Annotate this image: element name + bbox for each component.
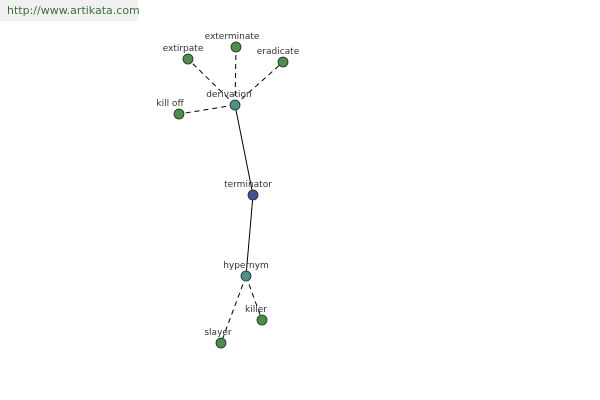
node-label-extirpate: extirpate <box>163 44 204 54</box>
node-circle-killer[interactable] <box>256 314 268 326</box>
edge-derivation-kill-off <box>178 104 236 115</box>
node-circle-derivation[interactable] <box>229 99 241 111</box>
url-banner[interactable]: http://www.artikata.com <box>0 0 140 21</box>
node-circle-extirpate[interactable] <box>182 53 194 65</box>
node-circle-terminator[interactable] <box>247 189 259 201</box>
node-circle-slayer[interactable] <box>215 337 227 349</box>
edge-derivation-eradicate <box>234 61 284 106</box>
edge-derivation-extirpate <box>187 58 236 106</box>
node-terminator[interactable]: terminator <box>224 180 272 201</box>
node-extirpate[interactable]: extirpate <box>163 44 204 65</box>
node-slayer[interactable]: slayer <box>204 328 232 349</box>
node-label-hypernym: hypernym <box>223 261 269 271</box>
node-derivation[interactable]: derivation <box>206 90 252 111</box>
node-label-derivation: derivation <box>206 90 252 100</box>
edge-terminator-derivation <box>234 104 254 196</box>
node-label-exterminate: exterminate <box>205 32 260 42</box>
node-circle-exterminate[interactable] <box>230 41 242 53</box>
edges-layer <box>178 46 284 344</box>
node-eradicate[interactable]: eradicate <box>257 47 300 68</box>
node-hypernym[interactable]: hypernym <box>223 261 269 282</box>
edge-hypernym-killer <box>245 275 263 321</box>
edge-hypernym-slayer <box>220 275 247 344</box>
edge-derivation-exterminate <box>234 46 237 106</box>
node-label-killer: killer <box>245 305 267 315</box>
node-circle-eradicate[interactable] <box>277 56 289 68</box>
node-circle-kill-off[interactable] <box>173 108 185 120</box>
node-label-kill-off: kill off <box>156 99 184 109</box>
node-kill-off[interactable]: kill off <box>156 99 185 120</box>
node-killer[interactable]: killer <box>245 305 268 326</box>
url-link[interactable]: http://www.artikata.com <box>7 4 140 17</box>
edge-terminator-hypernym <box>245 194 254 277</box>
nodes-layer: terminator derivation hypernym extirpateext… <box>156 32 300 349</box>
node-label-eradicate: eradicate <box>257 47 300 57</box>
node-exterminate[interactable]: exterminate <box>205 32 260 53</box>
node-circle-hypernym[interactable] <box>240 270 252 282</box>
node-label-slayer: slayer <box>204 328 232 338</box>
node-label-terminator: terminator <box>224 180 272 190</box>
